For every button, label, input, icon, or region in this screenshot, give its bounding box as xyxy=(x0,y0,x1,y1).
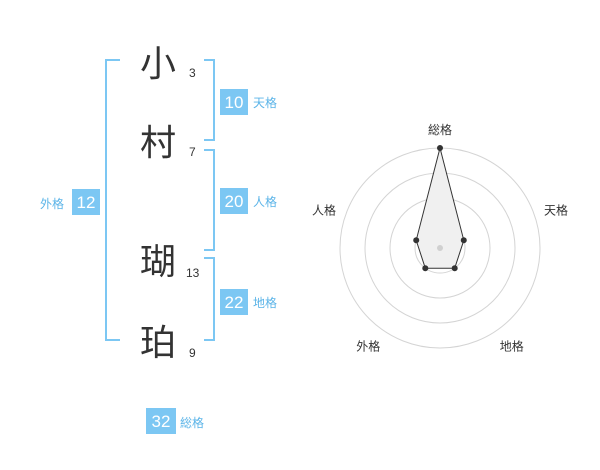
radar-axis-label-3: 地格 xyxy=(500,339,524,354)
chikaku-bracket xyxy=(204,257,215,341)
radar-points xyxy=(413,145,467,272)
gaikaku-badge xyxy=(72,189,100,215)
soukaku-value: 32 xyxy=(152,412,171,431)
gaikaku-label: 外格 xyxy=(40,196,64,211)
stroke-count-1: 3 xyxy=(189,66,196,80)
kanji-char-2: 村 xyxy=(140,123,176,164)
chikaku-badge xyxy=(220,289,248,315)
stroke-count-3: 13 xyxy=(186,266,200,280)
radar-axis-label-4: 外格 xyxy=(356,339,380,354)
radar-center-dot xyxy=(437,245,443,251)
name-kanji-group: 小 村 瑚 珀 3 7 13 9 xyxy=(140,44,200,364)
kanji-char-4: 珀 xyxy=(140,323,176,364)
fortune-badges: 外格 12 10 天格 20 人格 22 地格 32 総格 xyxy=(40,89,277,434)
tenkaku-label: 天格 xyxy=(253,95,277,110)
soukaku-badge xyxy=(146,408,176,434)
jinkaku-badge xyxy=(220,188,248,214)
soukaku-label: 総格 xyxy=(180,415,204,430)
tenkaku-value: 10 xyxy=(225,93,244,112)
gaikaku-value: 12 xyxy=(77,193,96,212)
radar-polygon xyxy=(415,147,465,269)
jinkaku-bracket xyxy=(204,149,215,251)
radar-point-2 xyxy=(460,237,467,244)
tenkaku-badge xyxy=(220,89,248,115)
radar-axis-label-5: 人格 xyxy=(312,202,336,217)
radar-point-3 xyxy=(451,265,458,272)
stroke-count-2: 7 xyxy=(189,145,196,159)
stroke-count-4: 9 xyxy=(189,346,196,360)
gaikaku-bracket xyxy=(105,59,120,341)
jinkaku-value: 20 xyxy=(225,192,244,211)
radar-point-1 xyxy=(437,145,443,151)
kanji-char-3: 瑚 xyxy=(140,242,176,283)
tenkaku-bracket xyxy=(204,59,215,141)
radar-axis-label-2: 天格 xyxy=(544,202,568,217)
bracket-lines xyxy=(105,59,215,341)
chikaku-value: 22 xyxy=(225,293,244,312)
chikaku-label: 地格 xyxy=(253,295,277,310)
radar-point-4 xyxy=(422,265,429,272)
jinkaku-label: 人格 xyxy=(253,194,277,209)
radar-axis-label-1: 総格 xyxy=(428,122,452,137)
radar-point-5 xyxy=(413,237,420,244)
kanji-char-1: 小 xyxy=(140,44,176,85)
